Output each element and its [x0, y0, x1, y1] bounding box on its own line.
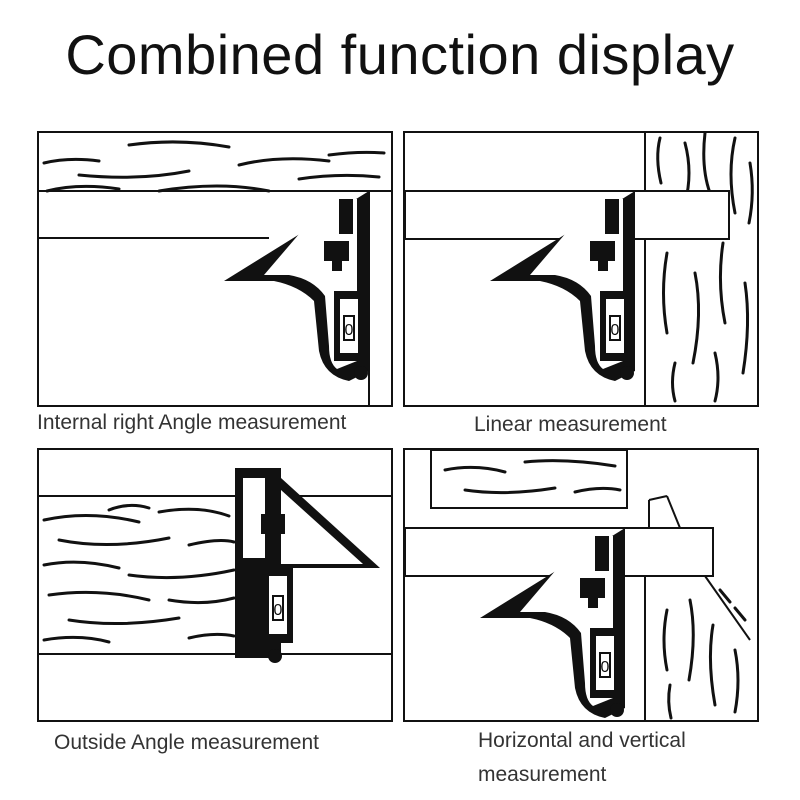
panel-linear: 0: [403, 131, 759, 407]
outside-angle-diagram: 0: [39, 468, 391, 663]
wood-grain: [443, 459, 622, 495]
caption-horizontal-vertical: Horizontal and vertical measurement: [478, 724, 686, 792]
panel-horizontal-vertical: 0: [403, 448, 759, 722]
combination-square: 0: [480, 528, 625, 718]
gauge-digit: 0: [274, 602, 283, 619]
caption-internal-angle: Internal right Angle measurement: [37, 411, 347, 434]
combination-square: 0: [235, 468, 380, 663]
linear-diagram: 0: [405, 133, 754, 405]
internal-angle-diagram: 0: [39, 140, 391, 405]
gauge-digit: 0: [345, 322, 354, 339]
vertical-wood-grain: [656, 133, 754, 403]
gauge-digit: 0: [611, 322, 620, 339]
gauge-digit: 0: [601, 659, 610, 676]
wood-grain: [42, 140, 386, 193]
panel-internal-angle: 0: [37, 131, 393, 407]
caption-line-2: measurement: [478, 763, 607, 786]
caption-line-1: Horizontal and vertical: [478, 729, 686, 752]
combination-square: 0: [490, 191, 635, 381]
vertical-wood-grain: [662, 588, 747, 720]
combination-square: 0: [224, 191, 369, 381]
caption-outside-angle: Outside Angle measurement: [54, 731, 319, 754]
horizontal-vertical-diagram: 0: [405, 450, 751, 720]
wood-grain: [42, 503, 236, 644]
panel-outside-angle: 0: [37, 448, 393, 722]
caption-linear: Linear measurement: [474, 413, 667, 436]
page-title: Combined function display: [65, 23, 735, 86]
